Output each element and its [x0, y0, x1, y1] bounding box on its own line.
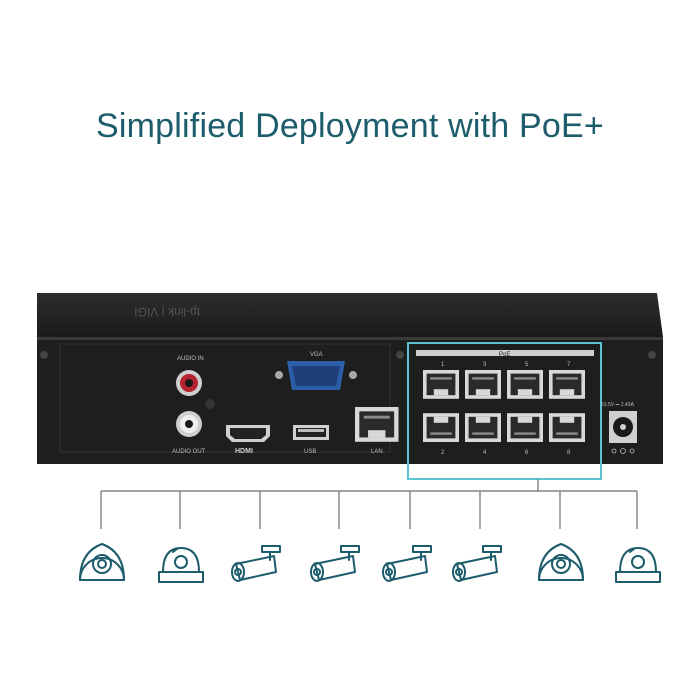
- poe-port-number: 5: [525, 362, 529, 368]
- poe-port: [423, 370, 459, 399]
- usb-label: USB: [304, 449, 316, 455]
- audio-in-label: AUDIO IN: [177, 356, 204, 362]
- poe-port: [507, 370, 543, 399]
- bullet-camera-icon: [382, 545, 432, 582]
- poe-label: PoE: [499, 352, 510, 358]
- nvr-top-face: [37, 293, 663, 337]
- dome-camera-icon: [538, 543, 584, 581]
- lan-label: LAN: [371, 449, 383, 455]
- connection-lines: [100, 479, 638, 529]
- poe-port-number: 2: [441, 450, 445, 456]
- poe-port-number: 6: [525, 450, 529, 456]
- poe-port-number: 7: [567, 362, 571, 368]
- bullet-camera-icon: [310, 545, 360, 582]
- audio-out-label: AUDIO OUT: [172, 449, 206, 455]
- polarity-symbol-icon: [611, 448, 635, 454]
- screw: [40, 351, 48, 359]
- poe-port-number: 3: [483, 362, 487, 368]
- poe-port-number: 4: [483, 450, 487, 456]
- lan-port: [355, 407, 399, 442]
- page-title: Simplified Deployment with PoE+: [96, 107, 604, 145]
- dome-camera-icon: [79, 543, 125, 581]
- poe-port-numbers-bottom: 2 4 6 8: [441, 450, 571, 456]
- poe-port-numbers-top: 1 3 5 7: [441, 362, 571, 368]
- poe-port: [423, 413, 459, 442]
- poe-port: [507, 413, 543, 442]
- poe-port-number: 1: [441, 362, 445, 368]
- brand-logo: tp-link | VIGI: [134, 305, 200, 319]
- poe-port-number: 8: [567, 450, 571, 456]
- bullet-camera-icon: [231, 545, 281, 582]
- hdmi-label: HDMI: [235, 448, 253, 455]
- poe-highlight-box: [407, 342, 602, 480]
- screw: [396, 351, 404, 359]
- poe-port: [465, 370, 501, 399]
- power-rating-label: 53.5V ⎓ 2.43A: [601, 402, 635, 408]
- poe-port: [465, 413, 501, 442]
- poe-port: [549, 413, 585, 442]
- turret-camera-icon: [615, 547, 661, 583]
- turret-camera-icon: [158, 547, 204, 583]
- screw: [648, 351, 656, 359]
- nvr-front-face: [37, 337, 663, 464]
- bullet-camera-icon: [452, 545, 502, 582]
- vga-label: VGA: [310, 352, 323, 358]
- poe-port: [549, 370, 585, 399]
